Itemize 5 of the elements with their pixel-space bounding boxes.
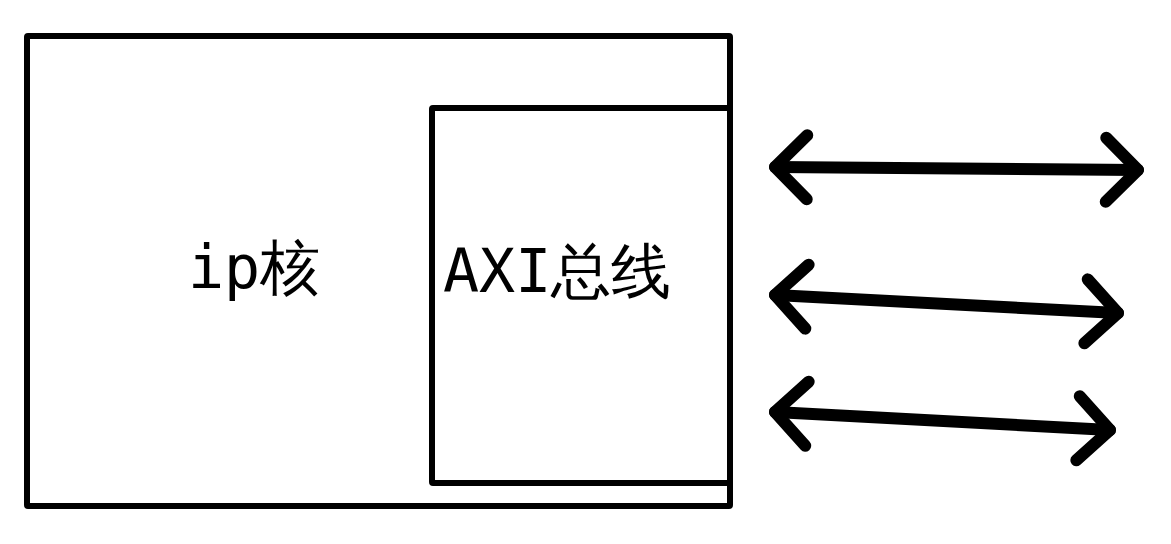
double-arrow [769, 258, 1124, 350]
box-label: AXI总线 [443, 241, 672, 301]
double-arrow [769, 129, 1144, 208]
core-box [24, 33, 733, 509]
double-arrow [769, 375, 1116, 467]
